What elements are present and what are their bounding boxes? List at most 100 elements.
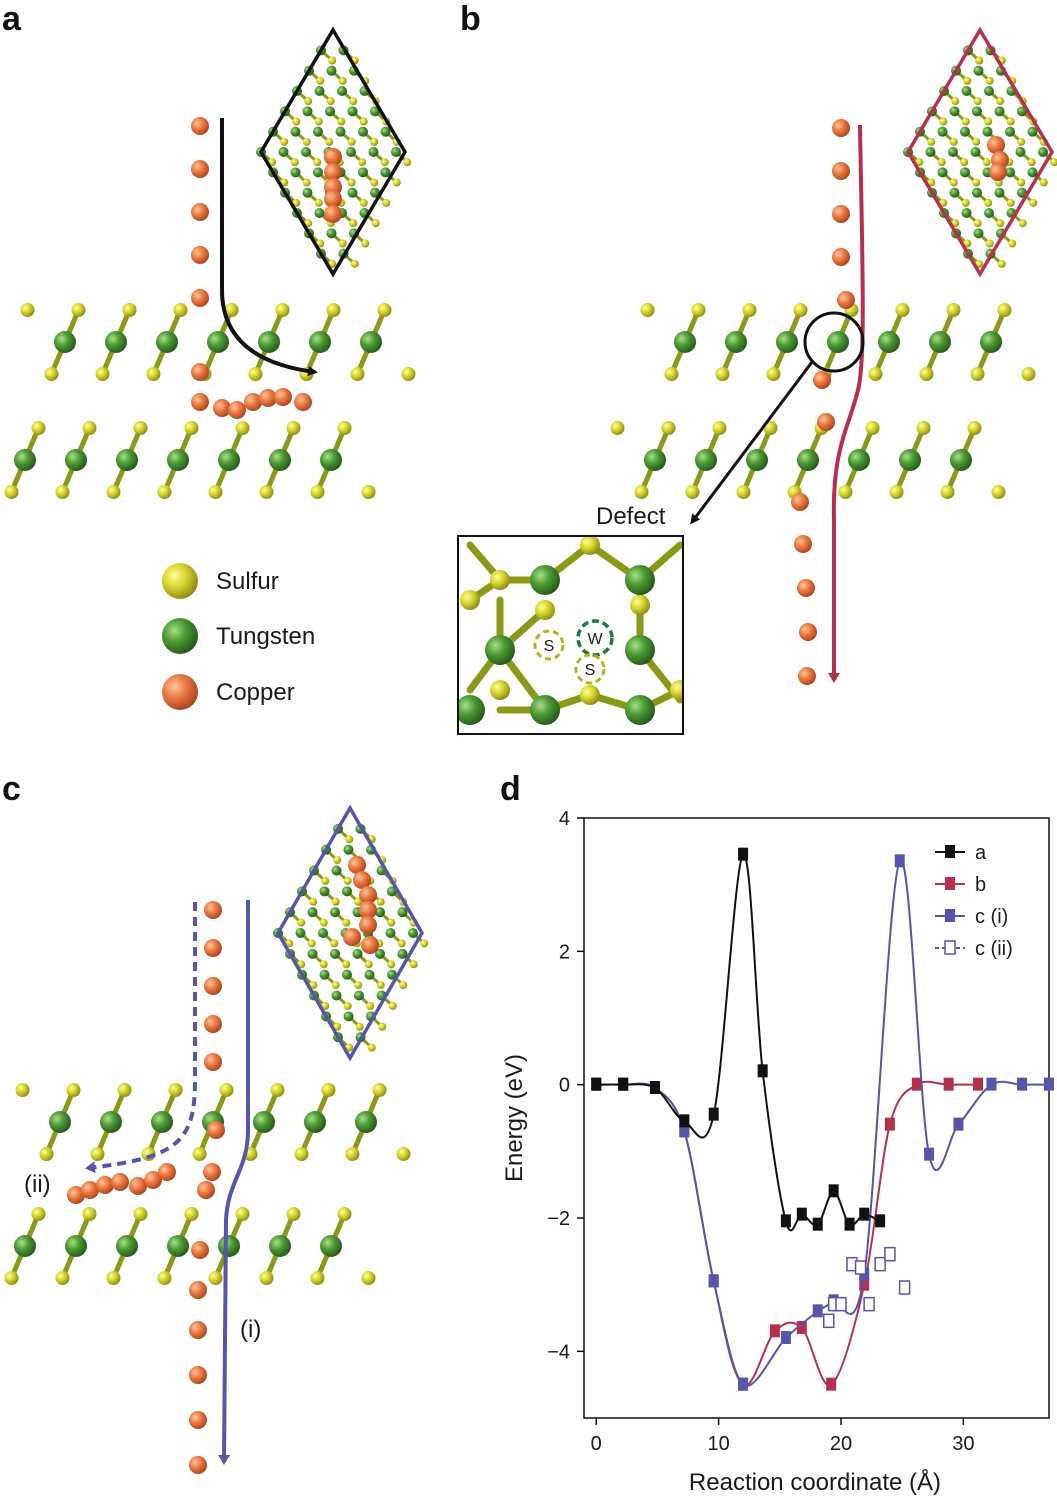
sulfur-atom <box>985 76 994 85</box>
copper-atom <box>798 667 816 685</box>
x-tick-label: 10 <box>707 1433 729 1455</box>
copper-atom <box>832 162 850 180</box>
tungsten-atom <box>301 147 311 157</box>
sulfur-atom <box>982 158 991 167</box>
sulfur-atom <box>319 918 328 927</box>
inset-tungsten-atom <box>485 635 515 665</box>
inset-tungsten-atom <box>625 695 655 725</box>
tungsten-atom <box>347 187 358 198</box>
sulfur-atom <box>347 178 356 187</box>
sulfur-atom <box>184 421 199 435</box>
data-point <box>859 1207 870 1221</box>
y-tick-label: 0 <box>559 1075 570 1097</box>
tungsten-atom <box>307 907 318 918</box>
sulfur-atom <box>973 97 982 106</box>
tungsten-atom <box>346 147 356 157</box>
sulfur-atom <box>349 219 358 228</box>
sulfur-atom <box>396 1147 411 1161</box>
sulfur-atom <box>364 960 373 969</box>
inset-tungsten-atom <box>530 565 560 595</box>
sulfur-atom <box>960 158 969 167</box>
copper-atom <box>359 886 377 904</box>
x-tick-label: 30 <box>952 1433 974 1455</box>
cell-outline <box>275 804 425 1062</box>
path-label-ii: (ii) <box>24 1171 51 1198</box>
data-point <box>796 1321 807 1334</box>
tungsten-atom <box>342 969 352 980</box>
sulfur-atom <box>95 367 110 381</box>
tungsten-atom <box>827 331 849 353</box>
sulfur-atom <box>106 485 121 499</box>
data-point <box>973 1077 984 1091</box>
copper-atom <box>832 248 850 266</box>
inset-tungsten-atom <box>458 695 485 725</box>
sulfur-atom <box>294 1147 309 1161</box>
data-point <box>884 1246 896 1262</box>
y-tick-label: −4 <box>547 1341 570 1363</box>
data-point <box>826 1377 837 1391</box>
sulfur-atom <box>949 137 958 146</box>
legend-marker <box>945 877 955 890</box>
data-point <box>986 1077 997 1091</box>
sulfur-atom <box>634 485 649 499</box>
inset-sulfur-atom <box>580 685 600 705</box>
sulfur-atom <box>219 1083 234 1097</box>
sulfur-atom <box>55 1271 70 1285</box>
copper-atom <box>189 1366 207 1384</box>
sulfur-atom <box>338 239 347 248</box>
copper-atom <box>324 163 342 181</box>
tungsten-atom <box>961 208 972 218</box>
sulfur-atom <box>331 981 340 990</box>
sulfur-atom <box>1018 219 1027 228</box>
sulfur-atom <box>366 1001 375 1010</box>
data-point <box>828 1184 839 1198</box>
sulfur-atom <box>927 137 936 146</box>
tungsten-atom <box>304 1111 326 1133</box>
copper-atom <box>987 136 1005 154</box>
tungsten-atom <box>674 331 696 353</box>
tungsten-atom <box>1005 167 1015 178</box>
tungsten-atom <box>972 187 982 198</box>
sulfur-atom <box>337 1207 352 1221</box>
tungsten-atom <box>65 1235 87 1257</box>
tungsten-atom <box>105 331 127 353</box>
ws2-layer <box>4 421 376 499</box>
tungsten-atom <box>1038 147 1048 157</box>
inset-sulfur-atom <box>490 570 510 590</box>
sulfur-atom <box>343 1001 352 1010</box>
tungsten-atom <box>695 449 717 471</box>
x-tick-label: 0 <box>591 1433 602 1455</box>
tungsten-atom <box>354 990 364 1001</box>
tungsten-atom <box>391 147 401 157</box>
sulfur-atom <box>285 939 294 948</box>
copper-atom <box>144 1171 162 1189</box>
sulfur-atom <box>939 117 948 126</box>
legend-tungsten-label: Tungsten <box>216 623 315 650</box>
tungsten-atom <box>302 187 313 198</box>
tungsten-atom <box>368 147 379 157</box>
tungsten-atom <box>313 167 323 178</box>
copper-atom <box>324 205 342 223</box>
sulfur-atom <box>184 1207 199 1221</box>
sulfur-atom <box>71 303 86 317</box>
data-point <box>884 1117 895 1131</box>
tungsten-atom <box>65 449 87 471</box>
sulfur-atom <box>1008 239 1017 248</box>
sulfur-atom <box>133 1207 148 1221</box>
tungsten-atom <box>994 106 1005 117</box>
copper-atom <box>832 205 850 223</box>
sulfur-atom <box>297 918 306 927</box>
x-axis-title: Reaction coordinate (Å) <box>689 1468 941 1496</box>
sulfur-atom <box>259 1271 274 1285</box>
sulfur-atom <box>290 158 299 167</box>
sulfur-atom <box>122 303 137 317</box>
sulfur-atom <box>403 158 412 167</box>
sulfur-atom <box>387 918 396 927</box>
data-point <box>953 1117 964 1131</box>
series-a <box>591 847 886 1232</box>
sulfur-atom <box>685 485 700 499</box>
tungsten-atom <box>253 1111 275 1133</box>
tungsten-atom <box>331 865 342 876</box>
sulfur-atom <box>377 303 392 317</box>
tungsten-atom <box>984 208 994 218</box>
